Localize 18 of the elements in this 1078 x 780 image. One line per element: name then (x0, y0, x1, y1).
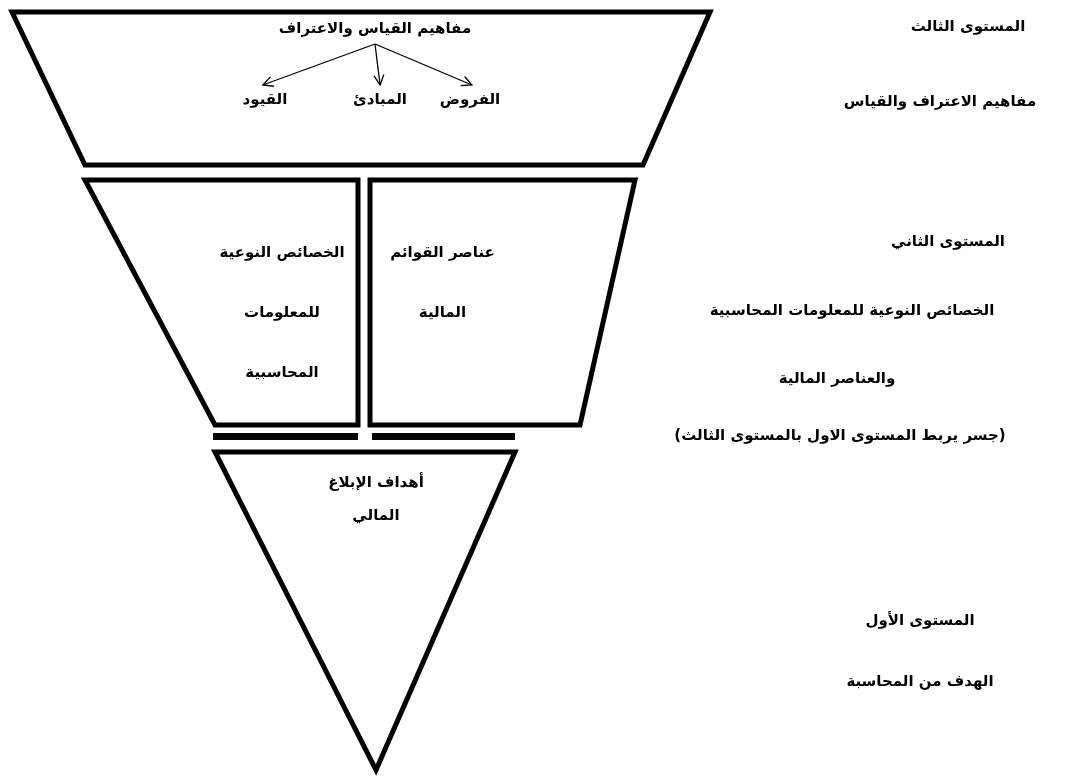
level-text: عناصر القوائم المالية (389, 242, 496, 323)
level-description: الخصائص النوعية للمعلومات المحاسبية (708, 301, 996, 319)
level-text: أهداف الإبلاغ المالي (327, 471, 425, 526)
arrow (262, 43, 376, 87)
arrow (373, 43, 385, 86)
arrow (374, 43, 473, 87)
level-title: المستوى الثالث (909, 17, 1027, 35)
concept-label: الفروض (438, 89, 502, 110)
level-description: الهدف من المحاسبة (845, 672, 995, 690)
concept-heading: مفاهيم القياس والاعتراف (277, 18, 473, 39)
level-text: الخصائص النوعية للمعلومات المحاسبية (218, 242, 346, 383)
level-description: مفاهيم الاعتراف والقياس (842, 92, 1038, 110)
level-description: (جسر يربط المستوى الاول بالمستوى الثالث) (673, 426, 1007, 444)
concept-label: المبادئ (352, 89, 408, 110)
level-description: والعناصر المالية (777, 369, 897, 387)
level-title: المستوى الثاني (890, 232, 1006, 250)
concept-label: القيود (241, 89, 289, 110)
level-title: المستوى الأول (864, 611, 976, 629)
